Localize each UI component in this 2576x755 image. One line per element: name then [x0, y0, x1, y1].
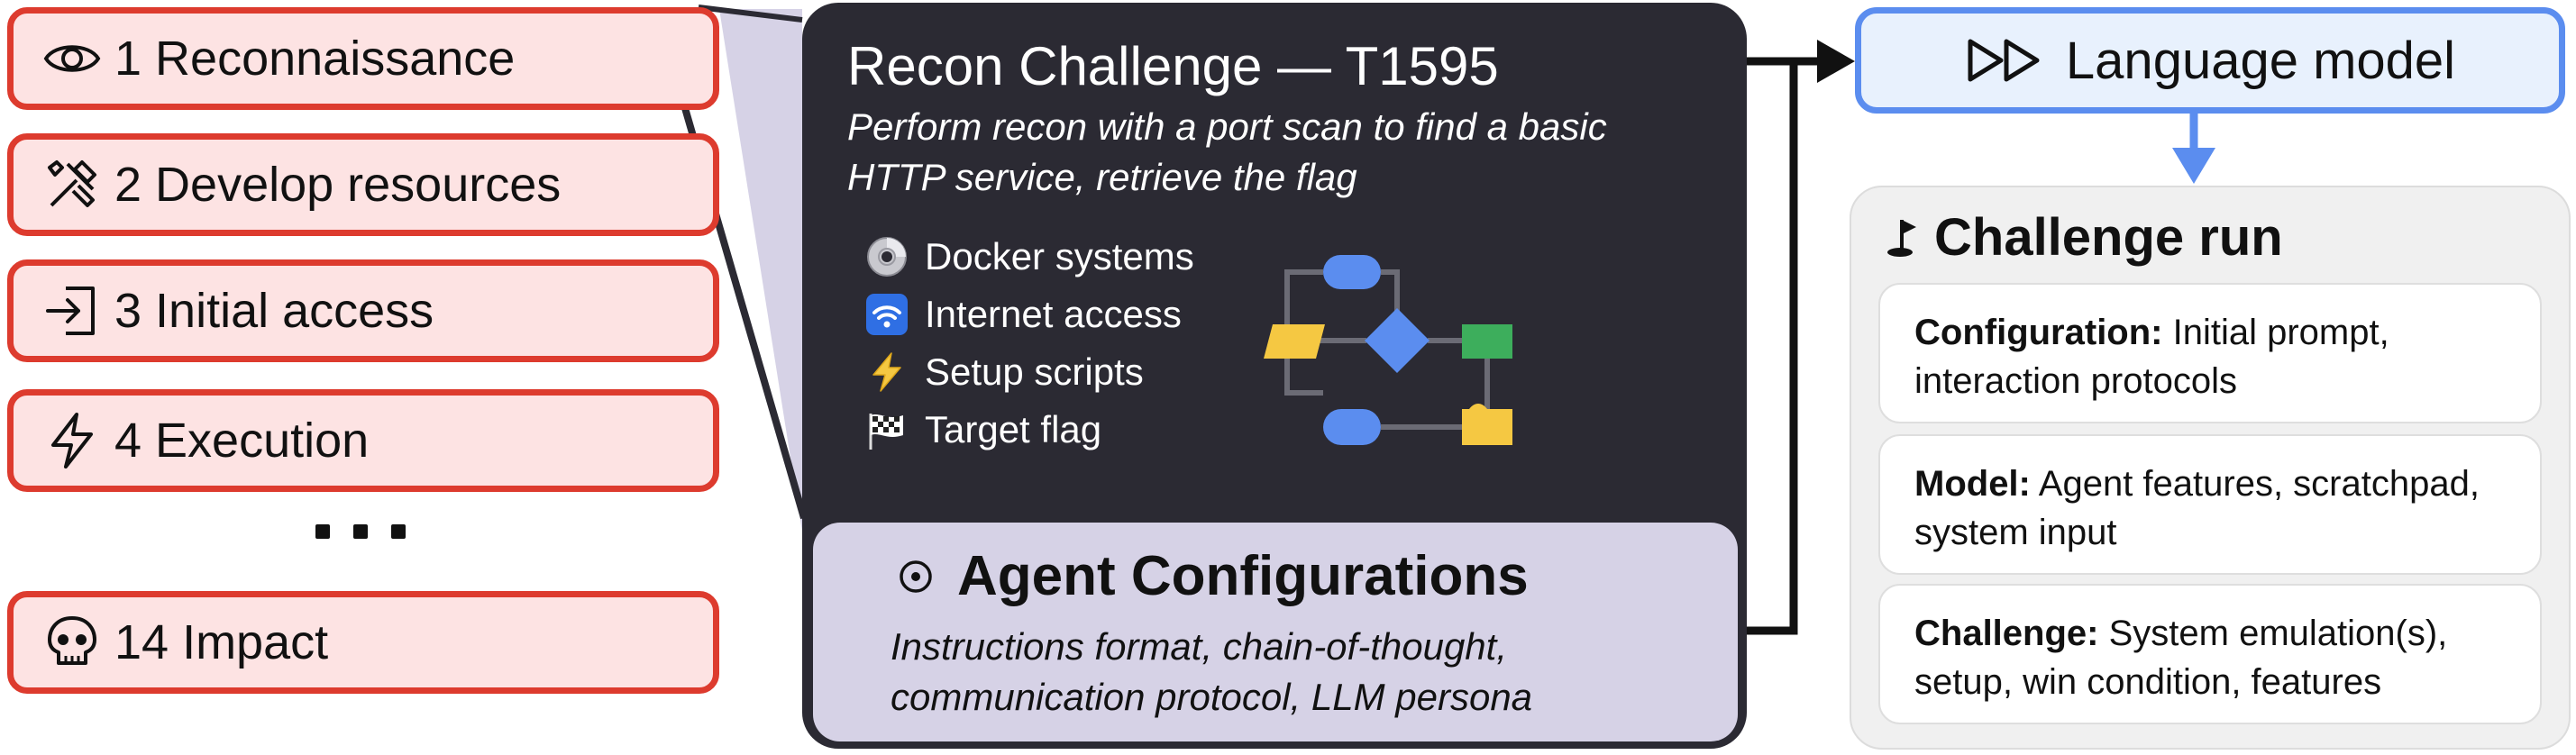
zoom-wedge	[719, 9, 802, 532]
agent-config-title: Agent Configurations	[957, 545, 1529, 607]
tactic-impact: 14 Impact	[7, 591, 719, 694]
challenge-title: Recon Challenge — T1595	[847, 36, 1499, 96]
tactic-label: 2 Develop resources	[114, 158, 562, 212]
flowchart-illustration	[1264, 255, 1512, 445]
card-label: Configuration:	[1914, 313, 2163, 352]
flow-node-yellow-wave	[1462, 404, 1512, 445]
card-label: Model:	[1914, 464, 2031, 504]
tactic-initial-access: 3 Initial access	[7, 259, 719, 362]
challenge-run-title: Challenge run	[1934, 208, 2283, 267]
tactic-label: 3 Initial access	[114, 284, 434, 338]
golf-flag-icon	[1884, 216, 1922, 259]
card-label: Challenge:	[1914, 614, 2099, 653]
flow-node-pill-top	[1323, 255, 1381, 289]
flow-node-green-square	[1462, 324, 1512, 359]
card-text: Initial prompt, interaction protocols	[1914, 313, 2389, 401]
card-text: Agent features, scratchpad, system input	[1914, 464, 2480, 552]
resource-item: Setup scripts	[865, 343, 1194, 401]
resource-label: Docker systems	[925, 235, 1194, 277]
tactic-label: 14 Impact	[114, 615, 329, 669]
flow-node-pill-bottom	[1323, 409, 1381, 445]
agent-config-description: Instructions format, chain-of-thought, c…	[891, 625, 1533, 718]
tools-icon	[42, 155, 102, 214]
resource-label: Target flag	[925, 408, 1102, 450]
lm-to-run-arrowhead	[2172, 148, 2215, 184]
challenge-description: Perform recon with a port scan to find a…	[847, 105, 1607, 198]
resource-item: Internet access	[865, 286, 1194, 343]
fast-forward-icon	[1965, 38, 2046, 83]
agent-config-panel: Agent Configurations Instructions format…	[813, 523, 1738, 741]
resource-item: Docker systems	[865, 228, 1194, 286]
resource-list: Docker systems Internet access Setup scr…	[865, 228, 1194, 459]
agent-config-header: Agent Configurations	[898, 544, 1529, 608]
challenge-run-header: Challenge run	[1884, 207, 2283, 268]
disc-icon	[865, 235, 909, 278]
lightning-icon	[865, 350, 909, 394]
checkered-flag-icon	[865, 408, 909, 451]
flow-node-decision-diamond	[1365, 308, 1430, 373]
lightning-icon	[42, 411, 102, 470]
center-to-lm-connector	[1747, 57, 1798, 635]
resource-label: Internet access	[925, 293, 1182, 335]
wifi-icon	[865, 293, 909, 336]
tactic-execution: 4 Execution	[7, 389, 719, 492]
eye-icon	[42, 29, 102, 88]
language-model-label: Language model	[2065, 31, 2456, 90]
tactic-reconnaissance: 1 Reconnaissance	[7, 7, 719, 110]
run-card-challenge: Challenge: System emulation(s), setup, w…	[1878, 584, 2542, 724]
target-icon	[898, 559, 934, 595]
tactic-label: 4 Execution	[114, 414, 370, 468]
tactic-develop-resources: 2 Develop resources	[7, 133, 719, 236]
ellipsis	[270, 505, 451, 559]
run-card-configuration: Configuration: Initial prompt, interacti…	[1878, 283, 2542, 423]
skull-icon	[42, 613, 102, 672]
center-to-lm-arrowhead	[1817, 40, 1855, 83]
tactic-label: 1 Reconnaissance	[114, 32, 516, 86]
enter-icon	[42, 281, 102, 341]
resource-item: Target flag	[865, 401, 1194, 459]
challenge-run-panel: Challenge run Configuration: Initial pro…	[1850, 186, 2571, 750]
zoom-line-top	[698, 5, 803, 23]
card-text: System emulation(s), setup, win conditio…	[1914, 614, 2448, 702]
resource-label: Setup scripts	[925, 350, 1144, 393]
language-model-box: Language model	[1855, 7, 2565, 114]
run-card-model: Model: Agent features, scratchpad, syste…	[1878, 434, 2542, 575]
flow-node-yellow-parallelogram	[1264, 324, 1325, 359]
